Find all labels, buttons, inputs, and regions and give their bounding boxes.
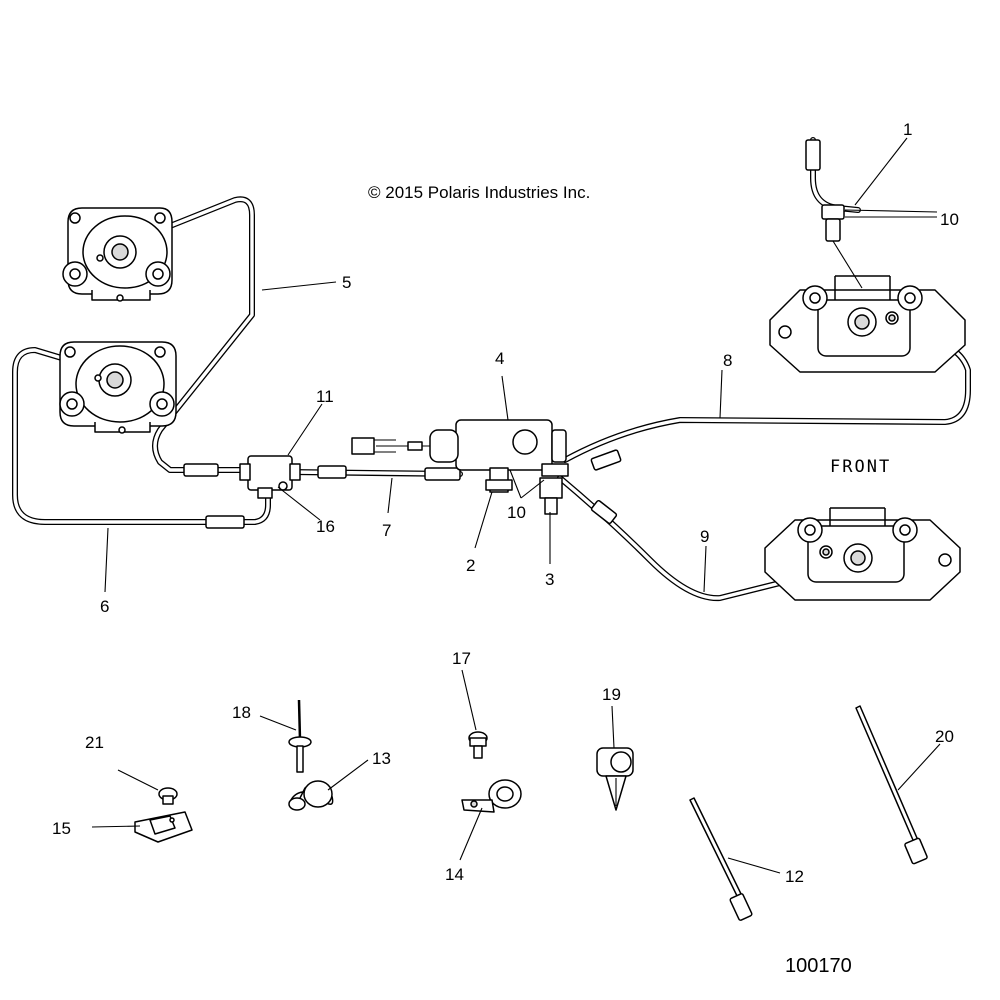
- bolt-part-17: [468, 731, 488, 759]
- fitting-part-3: [539, 477, 563, 515]
- hose-upper-right: [805, 137, 861, 213]
- callout-19: 19: [602, 685, 621, 704]
- leader-lines: [91, 137, 941, 874]
- callout-7: 7: [382, 521, 391, 540]
- callout-13: 13: [372, 749, 391, 768]
- copyright-notice: © 2015 Polaris Industries Inc.: [368, 183, 590, 202]
- rivet-part-18: [288, 699, 312, 773]
- callout-9: 9: [700, 527, 709, 546]
- callout-12: 12: [785, 867, 804, 886]
- clip-part-15: [134, 811, 193, 843]
- clamp-part-13: [288, 780, 334, 811]
- grommet-part-19: [596, 747, 634, 811]
- figure-number: 100170: [785, 955, 852, 977]
- rear-caliper-lower: [59, 341, 177, 434]
- screw-part-21: [158, 787, 178, 805]
- front-label: FRONT: [830, 457, 891, 477]
- callout-21: 21: [85, 733, 104, 752]
- callout-4: 4: [495, 349, 504, 368]
- banjo-fitting-part-1: [821, 204, 863, 289]
- callout-6: 6: [100, 597, 109, 616]
- hose-6: [12, 347, 271, 525]
- fitting-part-2: [485, 467, 513, 493]
- callout-16: 16: [316, 517, 335, 536]
- front-caliper-lower: [764, 507, 961, 601]
- callout-14: 14: [445, 865, 464, 884]
- hose-5: [137, 196, 255, 473]
- distribution-block-part-11: [239, 455, 301, 499]
- callout-10-upper: 10: [940, 210, 959, 229]
- clamp-part-14: [461, 779, 522, 813]
- hose-8: [562, 337, 971, 463]
- callout-1: 1: [903, 120, 912, 139]
- callout-8: 8: [723, 351, 732, 370]
- callout-5: 5: [342, 273, 351, 292]
- callout-3: 3: [545, 570, 554, 589]
- callout-15: 15: [52, 819, 71, 838]
- master-cylinder-part-4: [351, 419, 569, 477]
- callout-20: 20: [935, 727, 954, 746]
- callout-10-lower: 10: [507, 503, 526, 522]
- callout-2: 2: [466, 556, 475, 575]
- hose-9: [557, 475, 803, 602]
- callout-17: 17: [452, 649, 471, 668]
- rear-caliper-upper: [62, 207, 173, 302]
- callout-11: 11: [316, 387, 334, 406]
- callout-18: 18: [232, 703, 251, 722]
- cable-tie-part-20: [855, 705, 928, 865]
- front-caliper-upper: [769, 275, 966, 373]
- cable-tie-part-12: [689, 797, 753, 921]
